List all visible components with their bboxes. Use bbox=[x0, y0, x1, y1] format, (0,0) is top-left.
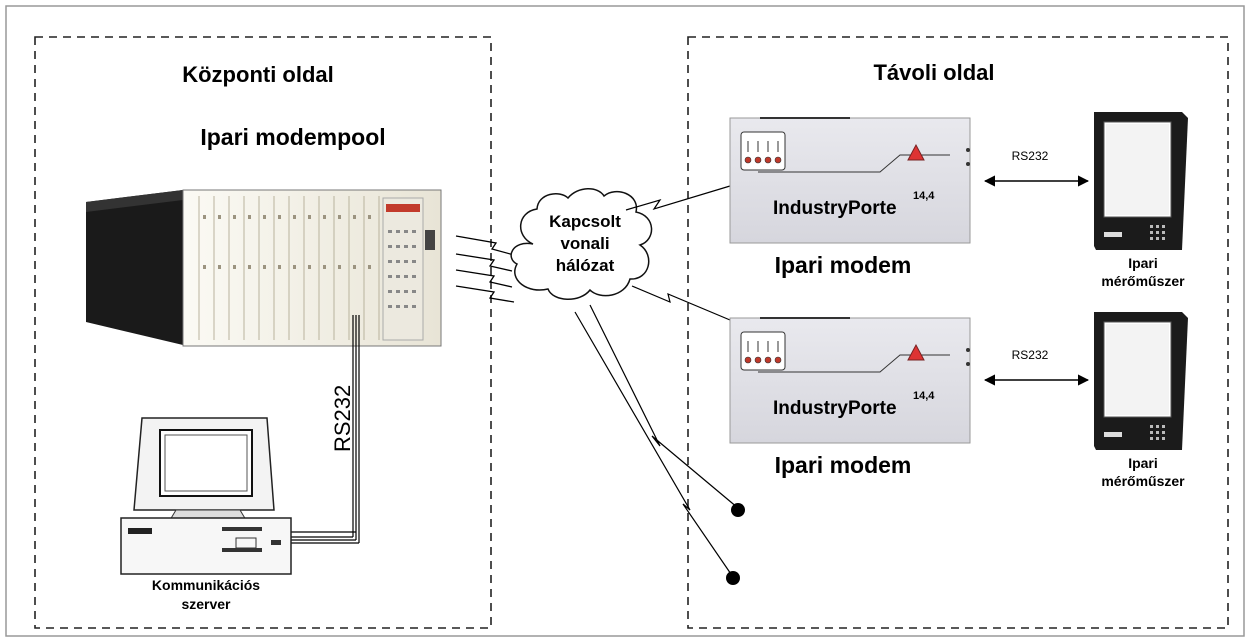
industrial-meter-1-icon bbox=[1094, 112, 1188, 250]
network-label-line2: vonali bbox=[560, 234, 609, 253]
industrial-modem-1 bbox=[729, 117, 971, 244]
remote-side-box bbox=[687, 36, 1229, 629]
network-label-line1: Kapcsolt bbox=[549, 212, 621, 231]
network-label-line3: hálózat bbox=[556, 256, 615, 275]
modem-2-label: Ipari modem bbox=[775, 452, 912, 478]
industrial-meter-2-icon bbox=[1094, 312, 1188, 450]
modem-1-label: Ipari modem bbox=[775, 252, 912, 278]
server-label-line2: szerver bbox=[181, 596, 231, 612]
rs232-cable-label: RS232 bbox=[330, 385, 355, 452]
modem-1-brand-sup: 14,4 bbox=[913, 190, 935, 202]
rs232-cable bbox=[290, 315, 360, 544]
rs232-link-2-label: RS232 bbox=[1012, 348, 1049, 362]
meter-1-label-line2: mérőműszer bbox=[1101, 273, 1185, 289]
server-label-line1: Kommunikációs bbox=[152, 577, 260, 593]
server-computer-icon bbox=[120, 417, 292, 575]
endpoint-dot-1 bbox=[731, 503, 745, 517]
remote-title: Távoli oldal bbox=[873, 60, 994, 85]
network-links bbox=[574, 185, 739, 578]
outer-frame bbox=[5, 5, 1245, 637]
central-side-box bbox=[34, 36, 492, 629]
central-title: Központi oldal bbox=[182, 62, 334, 87]
modem-1-brand: IndustryPorte bbox=[773, 198, 897, 219]
meter-1-label-line1: Ipari bbox=[1128, 255, 1158, 271]
endpoint-dot-2 bbox=[726, 571, 740, 585]
meter-2-label-line1: Ipari bbox=[1128, 455, 1158, 471]
modempool-label: Ipari modempool bbox=[200, 124, 385, 150]
industrial-modem-2 bbox=[729, 317, 971, 444]
rs232-link-1-label: RS232 bbox=[1012, 149, 1049, 163]
modempool-rack-icon bbox=[86, 189, 442, 347]
rack-to-network-links bbox=[455, 235, 515, 303]
modem-2-brand: IndustryPorte bbox=[773, 398, 897, 419]
switched-network-cloud bbox=[510, 188, 653, 300]
modem-2-brand-sup: 14,4 bbox=[913, 390, 935, 402]
meter-2-label-line2: mérőműszer bbox=[1101, 473, 1185, 489]
